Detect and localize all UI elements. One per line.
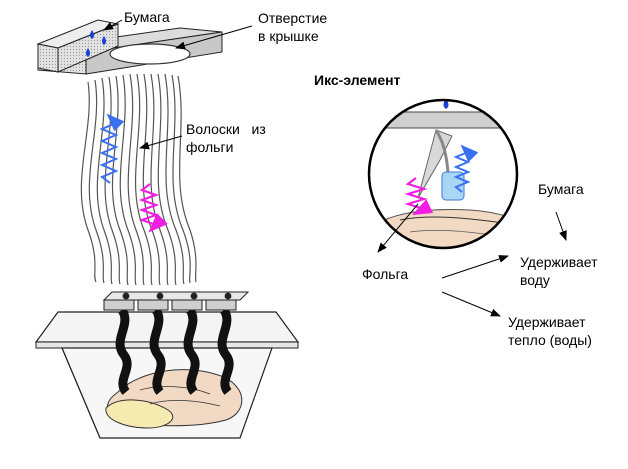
threads-label-line1: Волоски из (186, 121, 266, 137)
food-in-pot (105, 369, 243, 429)
foil-label: Фольга (362, 266, 409, 282)
foil-to-water-arrow (441, 255, 509, 279)
water-drop-icon (86, 30, 106, 57)
x-element-title: Икс-элемент (314, 72, 401, 88)
foil-to-heat-arrow (441, 291, 501, 317)
paper-right-label: Бумага (538, 181, 584, 197)
heat-wave-arrow (138, 183, 168, 233)
x-element-circle (367, 98, 519, 250)
foil-pointer (377, 203, 419, 253)
hole-label-line2: в крышке (258, 28, 319, 44)
holds-heat-line1: Удерживает (508, 314, 586, 330)
holds-heat-line2: тепло (воды) (508, 332, 592, 348)
foil-threads (80, 73, 197, 286)
lid-hole (109, 43, 191, 65)
paper-right-pointer (555, 211, 567, 241)
foil-strips (115, 307, 234, 395)
clip-row (102, 291, 250, 311)
holds-water-line2: воду (520, 272, 550, 288)
hole-label-line1: Отверстие (258, 10, 328, 26)
holds-water-line1: Удерживает (520, 254, 598, 270)
paper-pointer (103, 19, 123, 31)
paper-label: Бумага (124, 9, 170, 25)
threads-label-line2: фольги (186, 139, 234, 155)
water-wave-arrow (99, 113, 125, 184)
threads-pointer (139, 135, 183, 150)
hole-pointer (175, 25, 253, 50)
